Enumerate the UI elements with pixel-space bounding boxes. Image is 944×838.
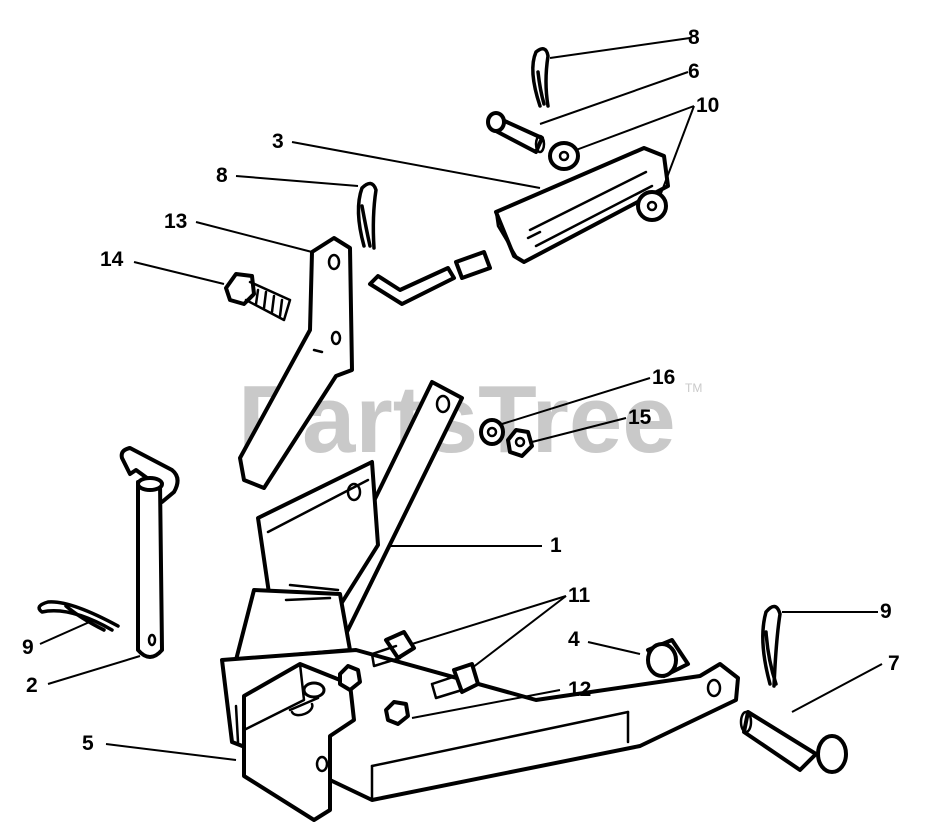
part-15-nut[interactable] (506, 428, 534, 458)
callout-10: 10 (696, 94, 719, 117)
callout-9-right: 9 (880, 600, 892, 623)
callout-16: 16 (652, 366, 675, 389)
callout-1: 1 (550, 534, 562, 557)
callout-12: 12 (568, 678, 591, 701)
part-6-clevis-pin[interactable] (486, 111, 546, 154)
part-14-bolt[interactable] (224, 272, 292, 322)
callout-8-top: 8 (688, 26, 700, 49)
callout-2: 2 (26, 674, 38, 697)
part-16-washer[interactable] (479, 418, 505, 446)
callout-11: 11 (568, 584, 591, 607)
part-12-nut[interactable] (338, 664, 410, 726)
part-8-top-hair-pin[interactable] (531, 47, 550, 108)
callout-9-left: 9 (22, 636, 34, 659)
part-10-washer-upper[interactable] (548, 141, 580, 171)
part-11-bolt-upper[interactable] (370, 630, 416, 668)
callout-3: 3 (272, 130, 284, 153)
part-11-bolt-lower[interactable] (430, 662, 480, 700)
callout-labels: 8 6 10 3 8 13 14 16 15 1 11 4 12 9 7 5 2… (22, 26, 900, 755)
part-2-hitch-pin[interactable] (119, 446, 180, 659)
leader-lines (39, 37, 883, 761)
part-5-bracket[interactable] (242, 662, 356, 822)
l-shaped-rod[interactable] (368, 250, 492, 306)
callout-8-middle: 8 (216, 164, 228, 187)
callout-4: 4 (568, 628, 580, 651)
part-9-right-hair-pin[interactable] (761, 604, 782, 688)
callout-15: 15 (628, 406, 652, 429)
part-13-lever-plate[interactable] (238, 236, 354, 490)
part-8-middle-hair-pin[interactable] (356, 181, 378, 250)
watermark-trademark: TM (685, 381, 702, 395)
callout-13: 13 (164, 210, 187, 233)
part-3-slotted-link[interactable] (494, 146, 670, 264)
part-4-spacer[interactable] (646, 638, 690, 678)
callout-14: 14 (100, 248, 124, 271)
part-9-left-hair-pin[interactable] (37, 600, 120, 632)
callout-6: 6 (688, 60, 700, 83)
callout-5: 5 (82, 732, 94, 755)
part-7-clevis-pin[interactable] (739, 710, 848, 774)
part-10-washer-lower[interactable] (636, 190, 668, 222)
callout-7: 7 (888, 652, 900, 675)
